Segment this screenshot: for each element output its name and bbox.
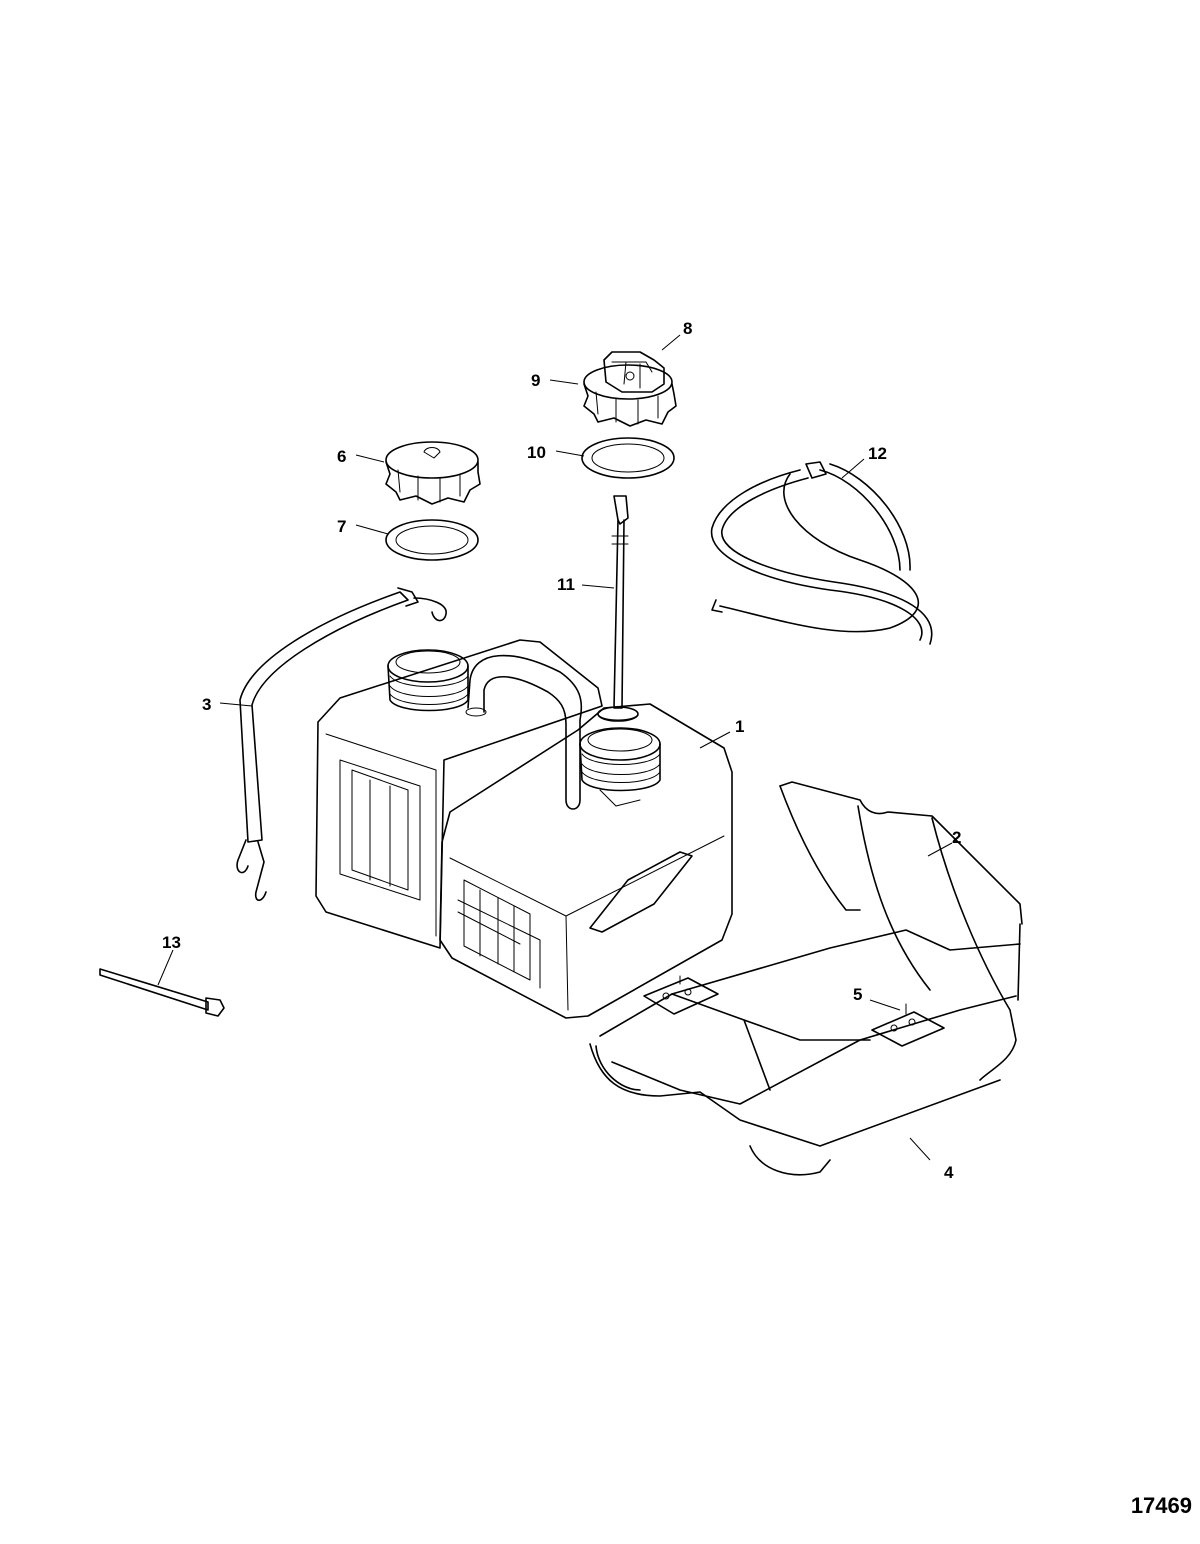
- pickup-tube-11: [597, 495, 639, 722]
- leader-lines: [157, 334, 953, 1161]
- callout-2: 2: [952, 828, 961, 847]
- callout-11: 11: [557, 575, 575, 594]
- callout-6: 6: [337, 447, 346, 466]
- tank-1: [315, 639, 733, 1019]
- bolt-13: [99, 968, 225, 1017]
- callout-9: 9: [531, 371, 540, 390]
- gauge-cap-9: [583, 364, 677, 427]
- seal-10: [581, 437, 675, 479]
- callout-7: 7: [337, 517, 346, 536]
- callout-5: 5: [853, 985, 862, 1004]
- callout-8: 8: [683, 319, 692, 338]
- callout-1: 1: [735, 717, 744, 736]
- hose-12: [710, 461, 933, 645]
- cap-6: [385, 441, 481, 505]
- gauge-assembly-8: [603, 351, 665, 393]
- callout-10: 10: [527, 443, 546, 462]
- seal-7: [385, 519, 479, 561]
- cradle-2: [589, 781, 1023, 1176]
- callout-3: 3: [202, 695, 211, 714]
- callout-13: 13: [162, 933, 181, 952]
- callout-12: 12: [868, 444, 887, 463]
- strap-3: [236, 587, 447, 902]
- callout-4: 4: [944, 1163, 954, 1182]
- figure-id: 17469: [1130, 1493, 1192, 1518]
